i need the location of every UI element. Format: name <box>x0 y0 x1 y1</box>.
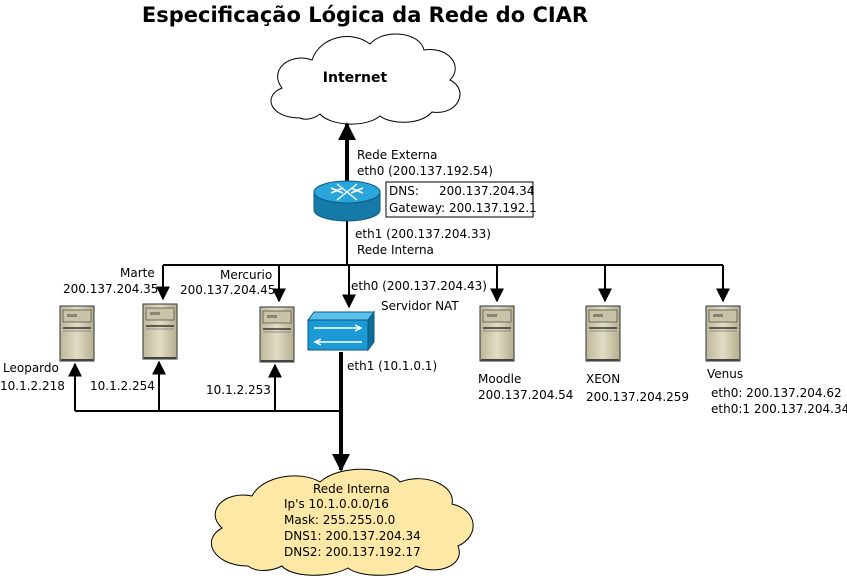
marte-ip-internal: 10.1.2.254 <box>90 379 155 393</box>
nat-server-label: Servidor NAT <box>381 299 459 313</box>
marte-name: Marte <box>120 266 155 280</box>
router-eth0-label: eth0 (200.137.192.54) <box>357 164 493 178</box>
internal-cloud-dns1: DNS1: 200.137.204.34 <box>284 529 421 543</box>
nat-eth1-label: eth1 (10.1.0.1) <box>347 359 437 373</box>
moodle-ip: 200.137.204.54 <box>478 388 573 402</box>
marte-ip-public: 200.137.204.35 <box>63 282 158 296</box>
internal-cloud-dns2: DNS2: 200.137.192.17 <box>284 545 421 559</box>
server-venus-icon <box>705 305 741 362</box>
xeon-name: XEON <box>586 372 620 386</box>
venus-name: Venus <box>707 367 743 381</box>
xeon-ip: 200.137.204.259 <box>586 390 689 404</box>
leopardo-ip: 10.1.2.218 <box>0 379 65 393</box>
server-marte-icon <box>142 303 178 360</box>
moodle-name: Moodle <box>478 372 521 386</box>
internal-network-label: Rede Interna <box>357 243 434 257</box>
gateway-label: Gateway: 200.137.192.1 <box>389 201 537 215</box>
dns-key: DNS: <box>389 184 419 198</box>
internal-cloud-title: Rede Interna <box>313 482 390 496</box>
leopardo-name: Leopardo <box>3 361 59 375</box>
internet-label: Internet <box>323 70 388 86</box>
server-moodle-icon <box>479 305 515 362</box>
dns-value: 200.137.204.34 <box>439 184 534 198</box>
internal-cloud-ips: Ip's 10.1.0.0.0/16 <box>284 497 389 511</box>
router-dns-gateway-box <box>385 181 534 218</box>
nat-eth0-label: eth0 (200.137.204.43) <box>351 279 487 293</box>
internal-cloud-icon <box>210 468 474 576</box>
server-xeon-icon <box>585 305 621 362</box>
nat-switch-icon <box>307 310 375 352</box>
server-leopardo-icon <box>59 305 95 362</box>
server-mercurio-icon <box>259 306 295 363</box>
venus-eth0: eth0: 200.137.204.62 <box>711 386 842 400</box>
mercurio-ip-public: 200.137.204.45 <box>180 283 275 297</box>
mercurio-ip-internal: 10.1.2.253 <box>206 383 271 397</box>
venus-eth0-1: eth0:1 200.137.204.34 <box>711 402 847 416</box>
router-icon <box>313 180 381 222</box>
diagram-title: Especificação Lógica da Rede do CIAR <box>142 3 588 27</box>
mercurio-name: Mercurio <box>220 268 272 282</box>
external-network-label: Rede Externa <box>357 148 437 162</box>
router-eth1-label: eth1 (200.137.204.33) <box>355 227 491 241</box>
internal-cloud-mask: Mask: 255.255.0.0 <box>284 513 395 527</box>
